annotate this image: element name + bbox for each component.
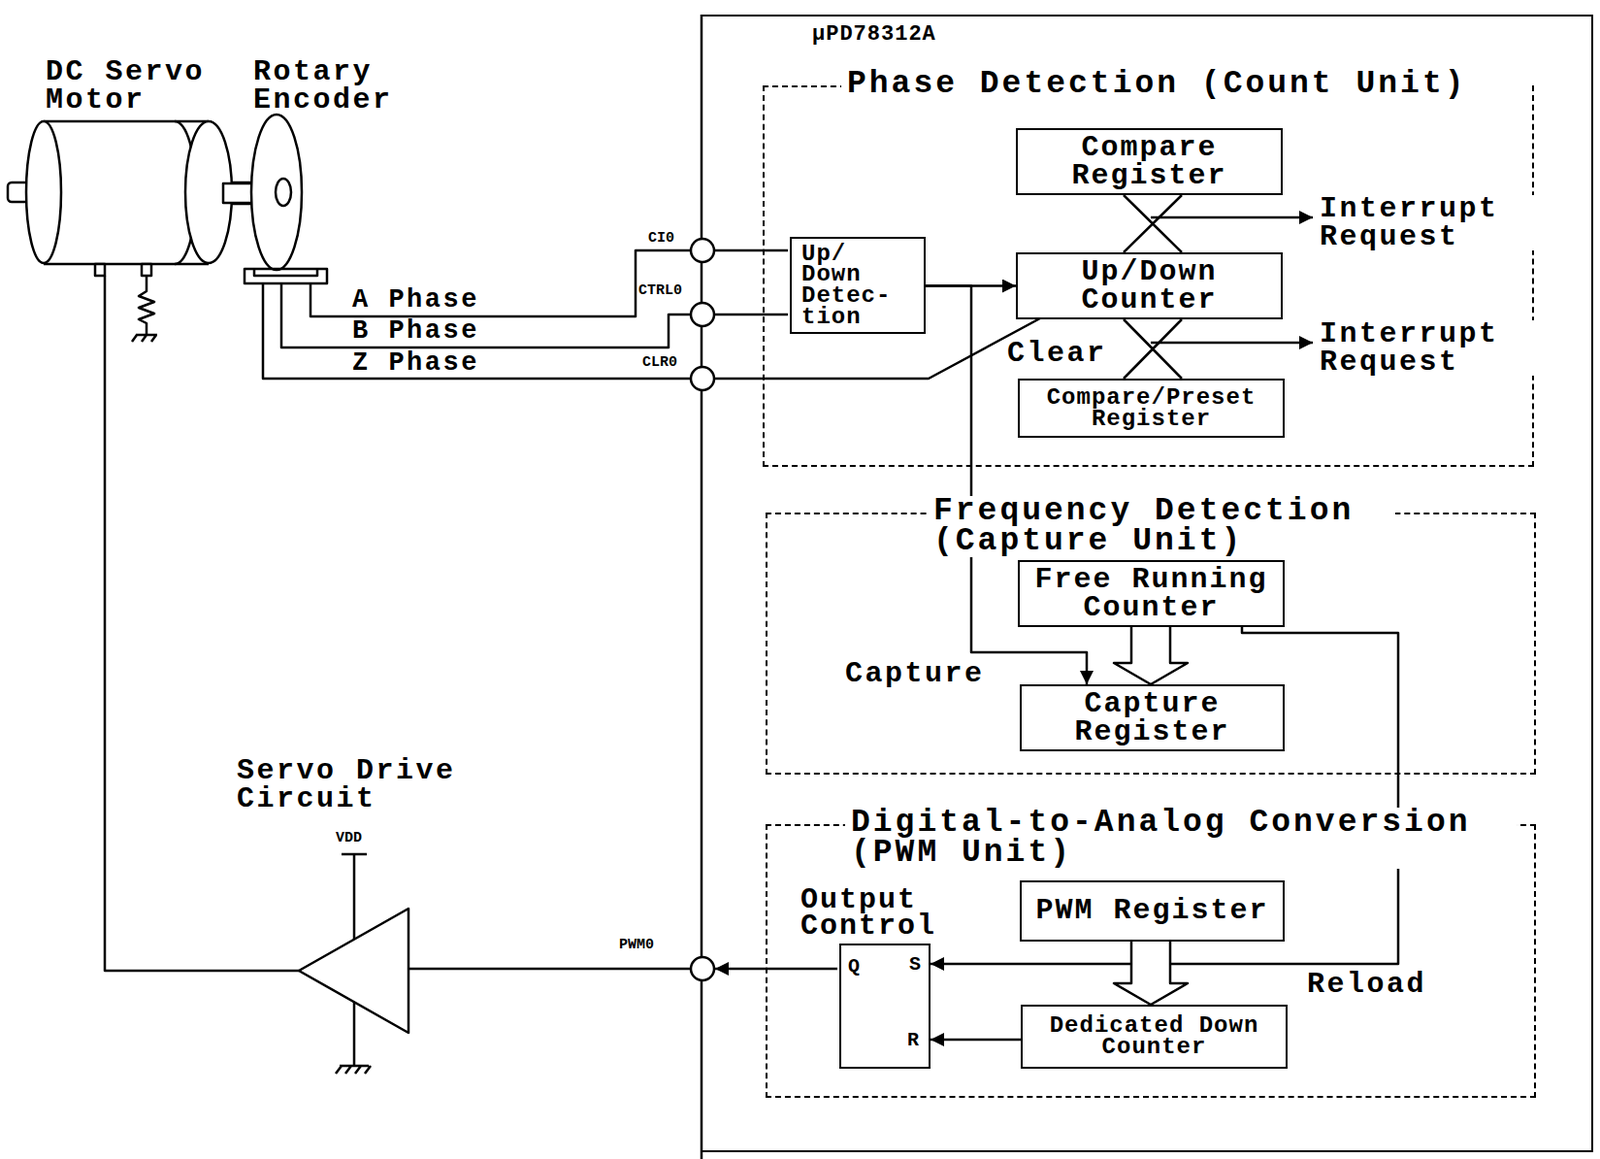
- pin-circles: [690, 238, 715, 980]
- dc-servo-motor: [7, 121, 256, 276]
- text-label: CI0: [648, 230, 675, 246]
- node-text: μPD78312A: [812, 24, 1104, 46]
- unit-region: Phase Detection (Count Unit)Compare Regi…: [762, 85, 1535, 467]
- node-text: Output Control: [800, 886, 976, 940]
- node-text: Free Running Counter: [1027, 565, 1275, 621]
- node-text: Q: [848, 956, 860, 977]
- node-text: Compare/Preset Register: [1027, 387, 1275, 429]
- node-text: S: [909, 954, 921, 975]
- signal-line: [930, 626, 1399, 964]
- text-label: Rotary Encoder: [253, 58, 438, 114]
- text-label: Interrupt Request: [1316, 195, 1538, 251]
- register-box: Capture Register: [1019, 684, 1285, 752]
- counter-box: Free Running Counter: [1017, 559, 1285, 627]
- node-text: Up/ Down Detec- tion: [799, 243, 916, 327]
- transfer-arrow: [1113, 626, 1188, 685]
- text-label: B Phase: [352, 318, 480, 345]
- signal-line: [930, 1038, 1021, 1042]
- comparator-link: [1123, 195, 1182, 253]
- node-text: Up/Down Counter: [1025, 258, 1274, 314]
- register-box: PWM Register: [1019, 880, 1285, 942]
- text-label: Interrupt Request: [1316, 320, 1538, 376]
- counter-box: Dedicated Down Counter: [1020, 1004, 1288, 1069]
- node-text: Compare Register: [1025, 133, 1274, 190]
- node-text: R: [907, 1030, 919, 1050]
- counter-box: Up/Down Counter: [1015, 252, 1283, 320]
- register-box: Compare Register: [1015, 128, 1283, 196]
- text-label: Capture: [845, 659, 985, 688]
- chip-boundary: μPD78312APhase Detection (Count Unit)Com…: [700, 14, 1594, 1152]
- text-label: VDD: [335, 830, 362, 846]
- servo-drive-amplifier: [104, 275, 691, 1074]
- text-label: Clear: [1004, 339, 1111, 368]
- unit-region: Frequency Detection (Capture Unit)Free R…: [765, 512, 1536, 775]
- node-text: Frequency Detection (Capture Unit): [927, 495, 1396, 557]
- text-label: CLR0: [642, 355, 678, 370]
- text-label: PWM0: [619, 937, 654, 952]
- resistor-symbol: [131, 275, 158, 342]
- comparator-link: [1123, 319, 1182, 379]
- encoder-wires: [262, 250, 691, 379]
- node-text: Digital-to-Analog Conversion (PWM Unit): [845, 807, 1517, 869]
- text-label: Servo Drive Circuit: [236, 756, 509, 813]
- node-text: Phase Detection (Count Unit): [841, 68, 1533, 99]
- text-label: Z Phase: [352, 350, 480, 377]
- text-label: CTRL0: [638, 283, 683, 298]
- chip-edge: [700, 14, 704, 1159]
- rotary-encoder: [223, 114, 327, 284]
- detector-box: Up/ Down Detec- tion: [789, 236, 926, 334]
- node-text: PWM Register: [1035, 896, 1269, 925]
- node-text: Dedicated Down Counter: [1030, 1014, 1278, 1057]
- edge-label: Reload: [1306, 970, 1427, 999]
- transfer-arrow: [1113, 941, 1188, 1005]
- text-label: DC Servo Motor: [45, 58, 279, 114]
- node-text: Capture Register: [1029, 689, 1275, 746]
- unit-region: Digital-to-Analog Conversion (PWM Unit)O…: [765, 823, 1536, 1098]
- text-label: A Phase: [352, 287, 480, 314]
- register-box: Compare/Preset Register: [1017, 378, 1285, 438]
- flip-flop: Output ControlQSR: [839, 943, 931, 1069]
